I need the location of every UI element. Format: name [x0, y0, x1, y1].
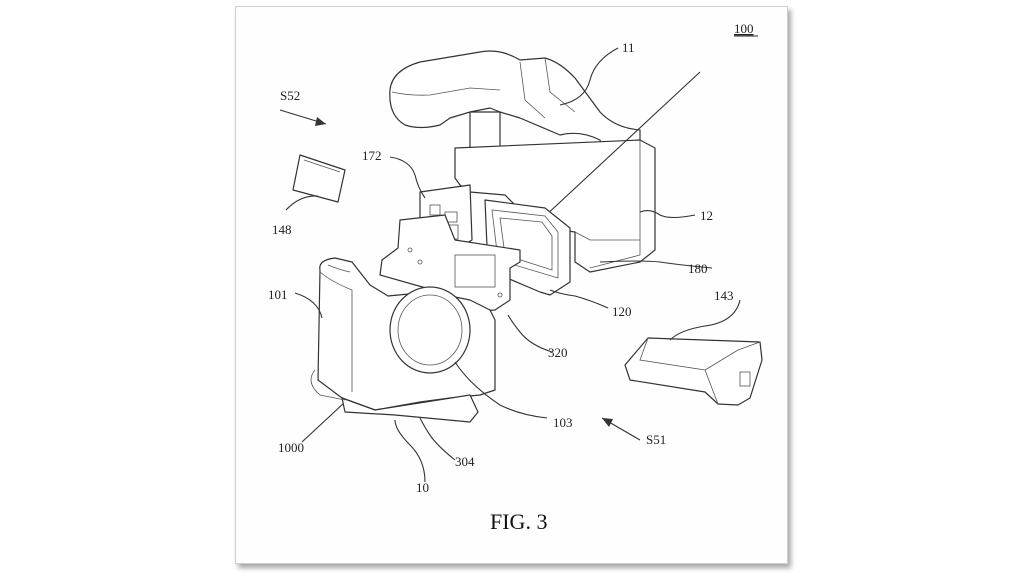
label-143: 143 — [714, 288, 734, 303]
label-148: 148 — [272, 222, 292, 237]
label-103: 103 — [553, 415, 573, 430]
label-101: 101 — [268, 287, 288, 302]
label-100: 100 — [734, 21, 754, 36]
direction-arrows — [279, 109, 641, 441]
label-180: 180 — [688, 261, 708, 276]
figure-caption: FIG. 3 — [490, 509, 547, 534]
chassis-plate-part — [379, 214, 521, 313]
battery-pack-part — [624, 337, 763, 406]
memory-card-part — [292, 154, 346, 203]
label-304: 304 — [455, 454, 475, 469]
label-1000: 1000 — [278, 440, 304, 455]
label-10: 10 — [416, 480, 429, 495]
label-12: 12 — [700, 208, 713, 223]
label-120: 120 — [612, 304, 632, 319]
label-172: 172 — [362, 148, 382, 163]
label-11: 11 — [622, 40, 635, 55]
front-body-part — [310, 257, 496, 423]
label-s51: S51 — [646, 432, 666, 447]
label-320: 320 — [548, 345, 568, 360]
leader-lines — [285, 47, 741, 483]
label-s52: S52 — [280, 88, 300, 103]
